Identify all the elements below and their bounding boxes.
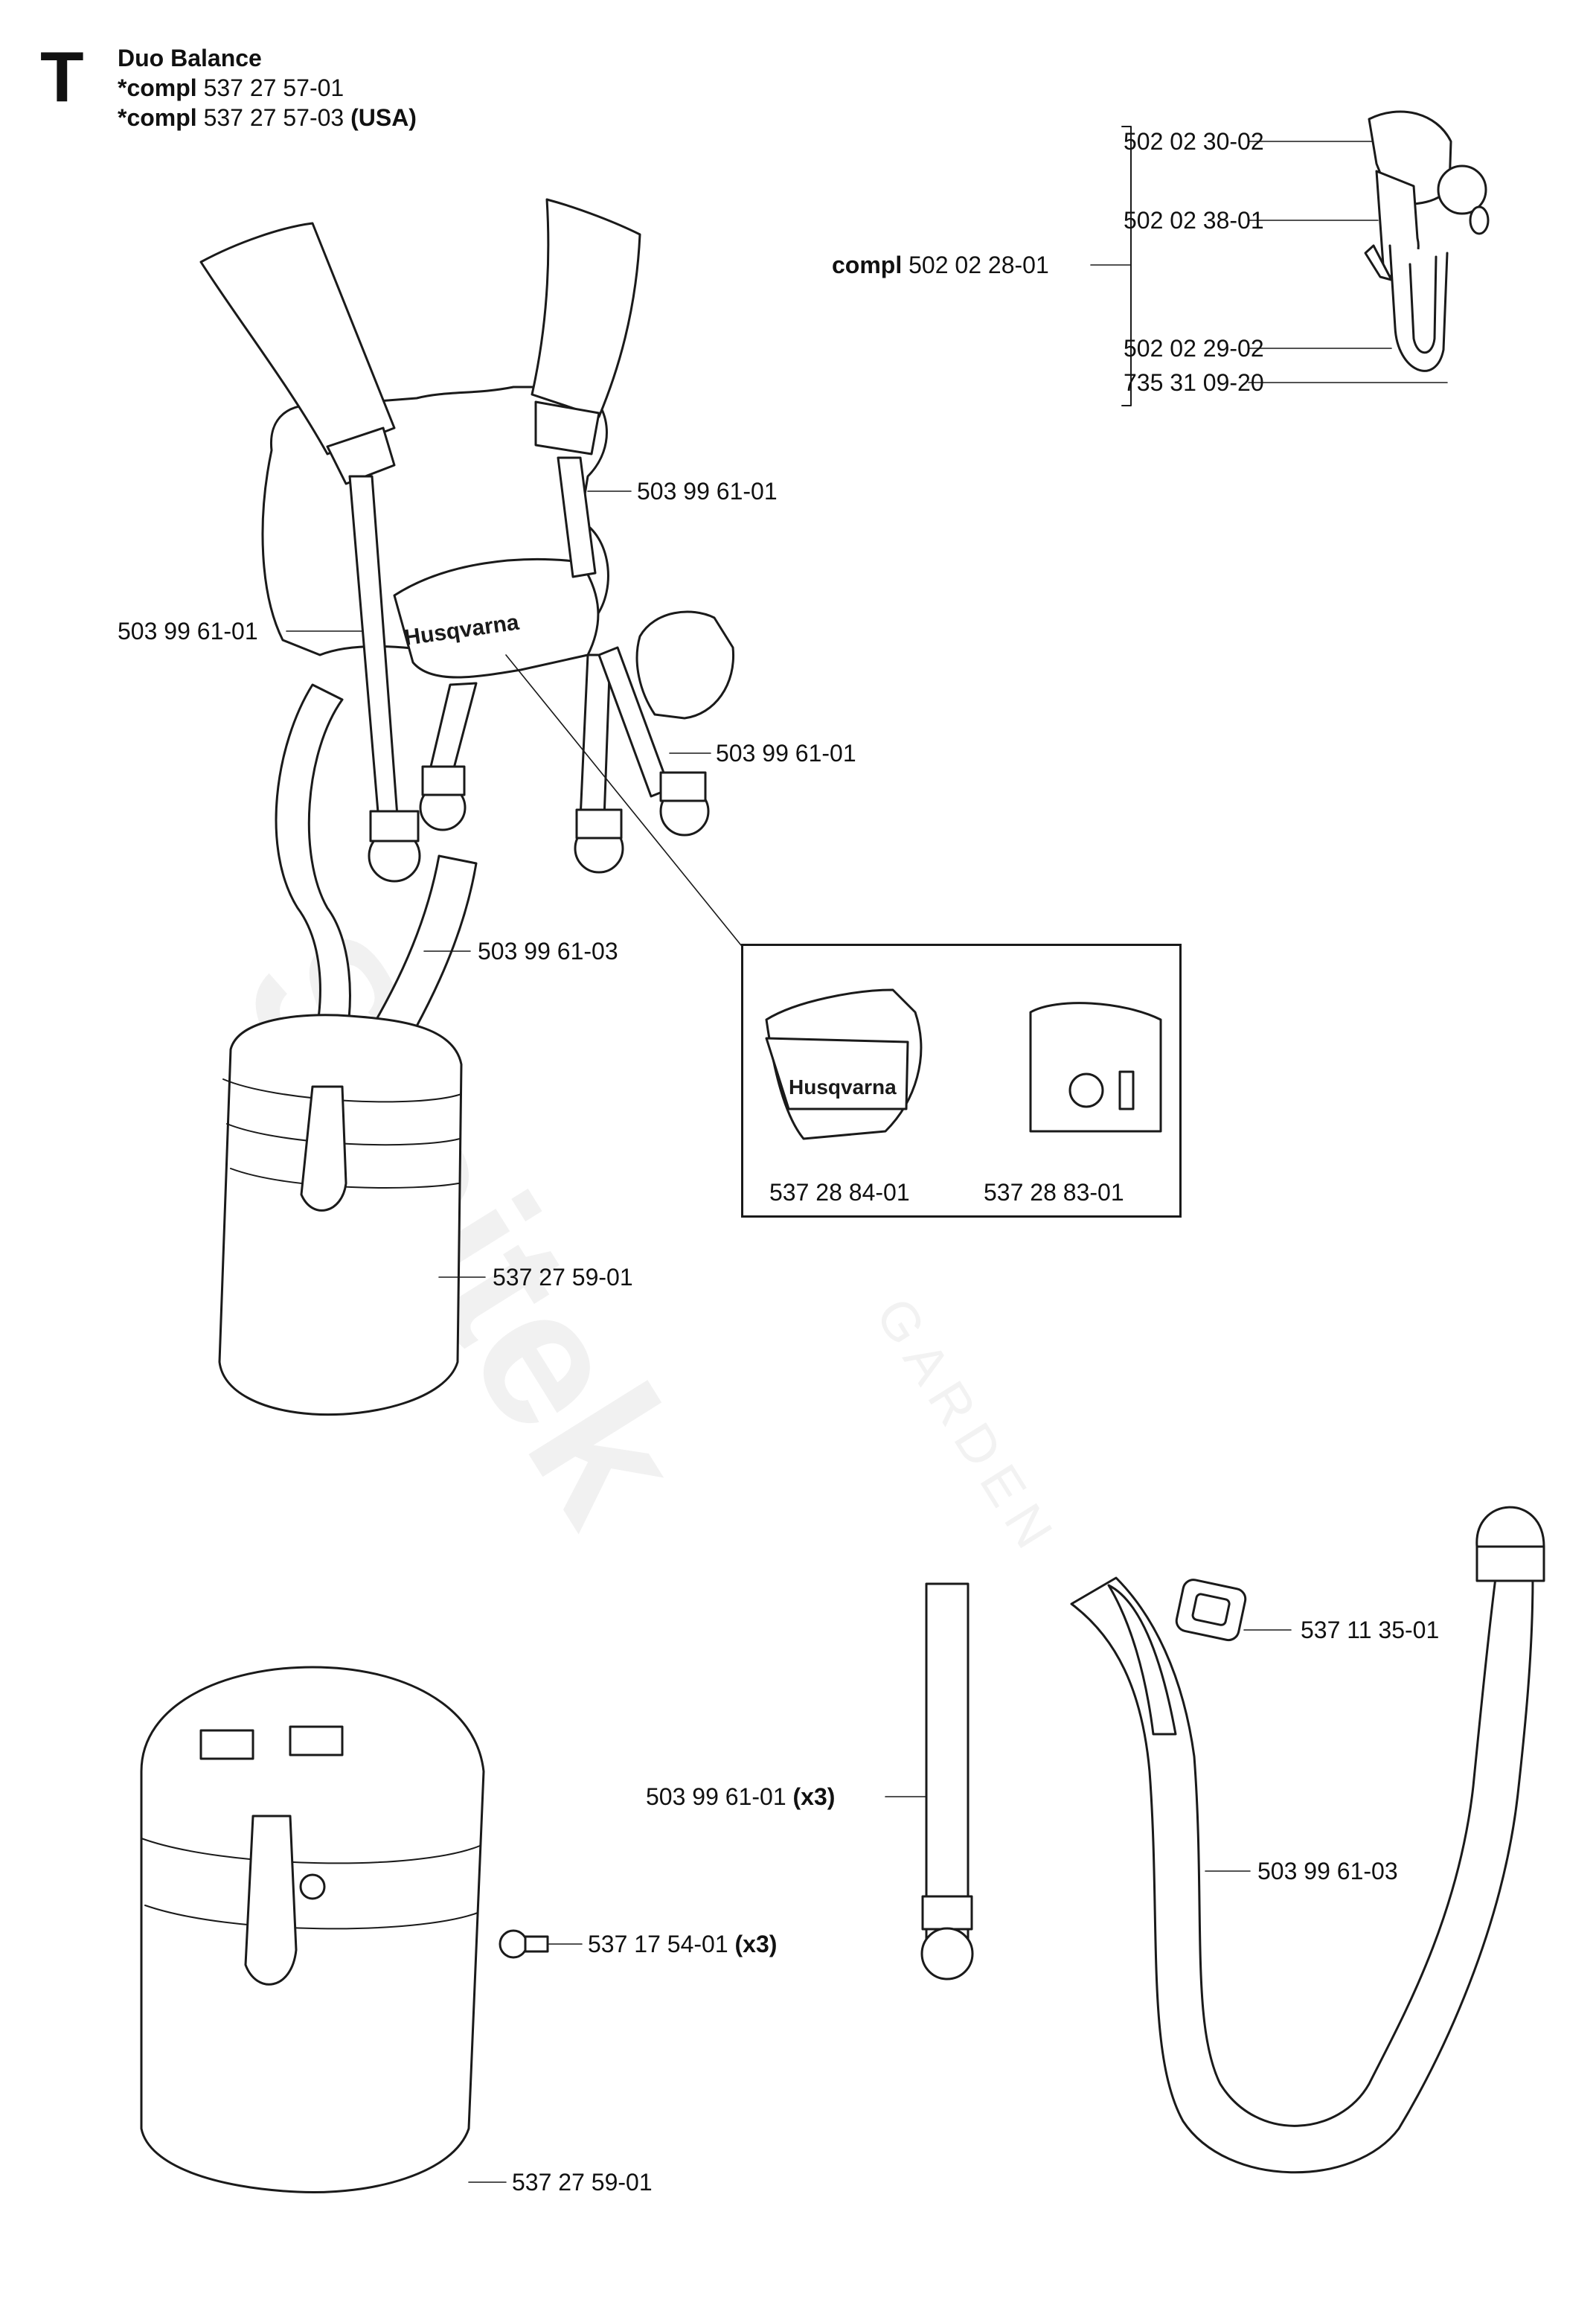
compl-number-2: *compl 537 27 57-03 (USA) <box>118 104 417 131</box>
hook-assembly-label: compl 502 02 28-01 <box>832 252 1049 278</box>
screw-drawing <box>499 1929 549 1959</box>
harness-strap-right-lower-label: 503 99 61-01 <box>716 740 856 767</box>
brand-logo-inset: Husqvarna <box>789 1075 897 1099</box>
buckle-label: 537 11 35-01 <box>1301 1617 1440 1643</box>
hook-assembly-drawing <box>1090 110 1490 406</box>
long-hip-strap-label: 503 99 61-03 <box>1257 1858 1398 1884</box>
lower-hip-pad-drawing <box>140 1666 485 2194</box>
lower-hip-pad-label: 537 27 59-01 <box>512 2169 653 2196</box>
inset-label-front-pad: 537 28 84-01 <box>769 1179 910 1206</box>
single-strap-label: 503 99 61-01 (x3) <box>646 1783 836 1810</box>
harness-drawing: Husqvarna <box>199 198 735 1416</box>
screw-label: 537 17 54-01 (x3) <box>588 1931 778 1957</box>
hook-part-label-1: 502 02 30-02 <box>1124 128 1264 155</box>
compl-number-1: *compl 537 27 57-01 <box>118 74 344 101</box>
hook-part-label-2: 502 02 38-01 <box>1124 207 1264 234</box>
section-letter: T <box>40 37 84 117</box>
single-strap-drawing <box>920 1582 974 1980</box>
harness-hip-strap-label: 503 99 61-03 <box>478 938 618 965</box>
harness-strap-right-upper-label: 503 99 61-01 <box>637 478 778 505</box>
buckle-drawing <box>1175 1579 1247 1642</box>
inset-parts-drawing: Husqvarna <box>765 988 1162 1140</box>
hook-part-label-3: 502 02 29-02 <box>1124 335 1264 362</box>
harness-hip-pad-label: 537 27 59-01 <box>493 1264 633 1291</box>
diagram-title: Duo Balance <box>118 45 262 71</box>
harness-strap-left-label: 503 99 61-01 <box>118 618 258 645</box>
inset-label-side-clip: 537 28 83-01 <box>984 1179 1124 1206</box>
hook-part-label-4: 735 31 09-20 <box>1124 369 1264 396</box>
long-hip-strap-drawing <box>1070 1506 1545 2174</box>
inset-frame <box>741 944 1182 1218</box>
